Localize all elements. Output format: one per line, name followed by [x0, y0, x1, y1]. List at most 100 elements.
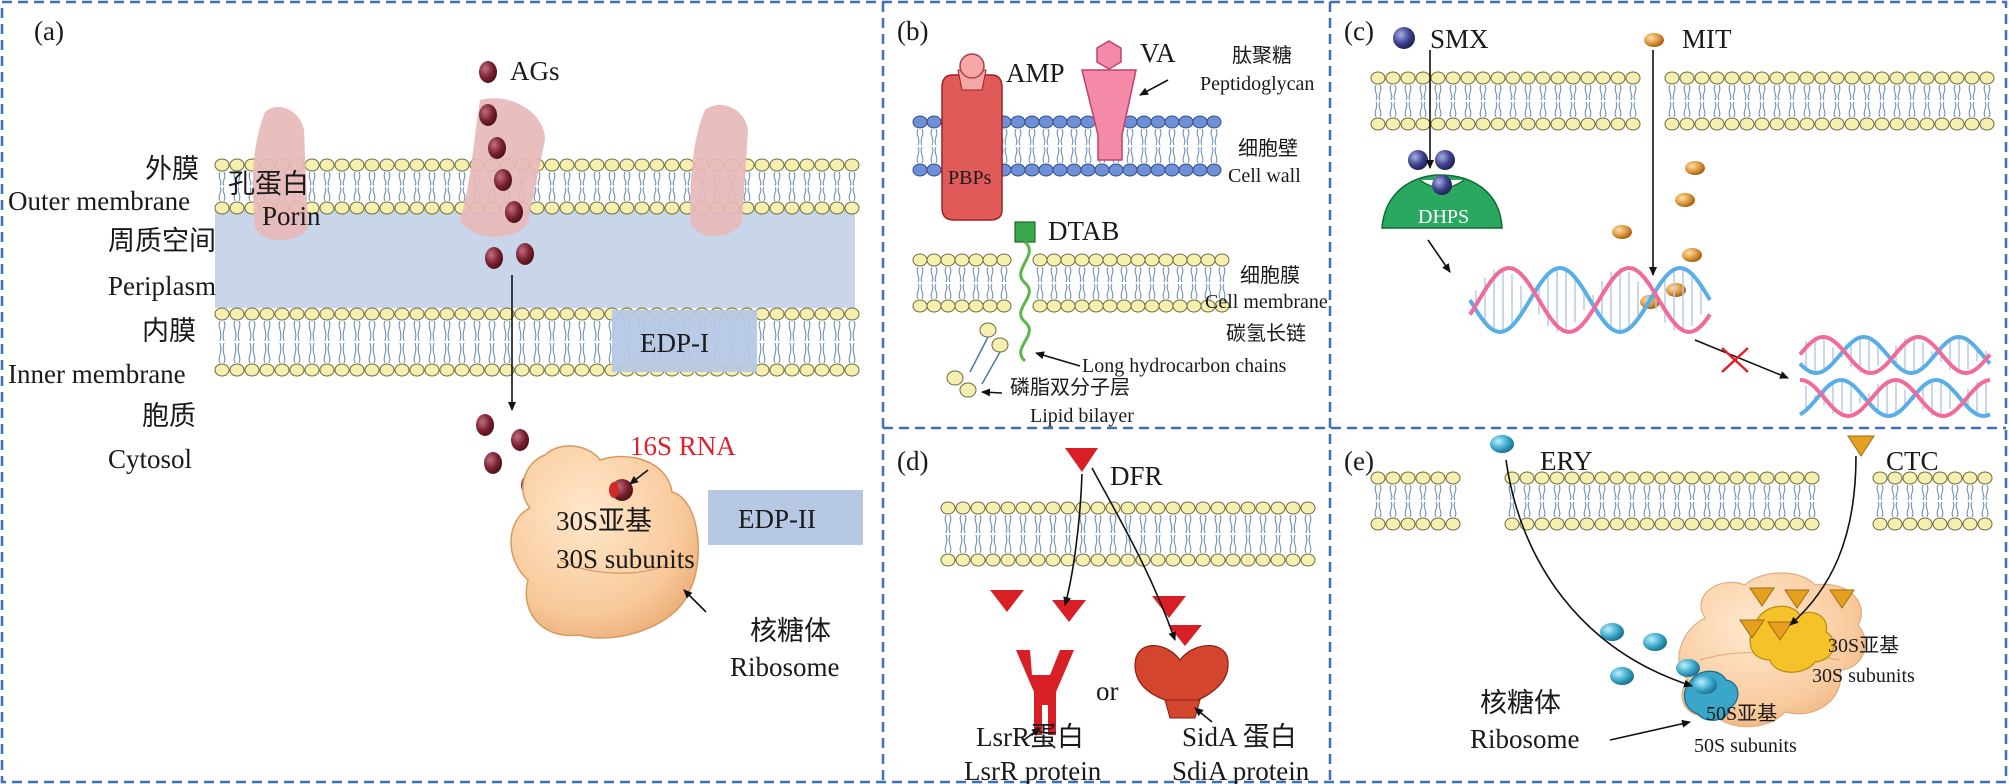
mit-label: MIT: [1682, 24, 1732, 54]
dhps-enzyme: [1381, 174, 1503, 229]
cell-membrane-en: Cell membrane: [1205, 291, 1328, 313]
peptidoglycan-en: Peptidoglycan: [1200, 73, 1314, 95]
ctc-label: CTC: [1886, 446, 1939, 476]
va-molecule: [1096, 40, 1122, 70]
or-label: or: [1096, 676, 1119, 706]
dtab-chain: [1019, 240, 1031, 363]
panel-e-tag: (e): [1344, 446, 1374, 476]
ags-label: AGs: [510, 56, 560, 86]
ribosome-a: [510, 445, 699, 639]
panel-e: (e) ERY CTC 30S亚基 30S subunits 核糖体 Ribos…: [1344, 435, 1993, 757]
lsrr-protein: [1016, 650, 1074, 735]
lsrr-label-arrow: [1023, 727, 1041, 741]
mit-molecules: [1612, 161, 1705, 309]
subunit50-en: 50S subunits: [1694, 735, 1797, 757]
amp-molecule: [959, 53, 985, 79]
porin-cn: 孔蛋白: [228, 169, 309, 199]
cytosol-cn: 胞质: [142, 401, 196, 431]
replication-arrow: [1694, 339, 1789, 379]
porin-en: Porin: [262, 201, 321, 231]
porin-left: [252, 106, 308, 240]
sdia-en: SdiA protein: [1172, 756, 1310, 784]
hydrocarbon-arrow: [1035, 351, 1081, 367]
loose-lipids: [946, 322, 1009, 398]
edp1-label: EDP-I: [640, 328, 709, 358]
lipid-bilayer-cn: 磷脂双分子层: [1010, 376, 1130, 399]
smx-label: SMX: [1430, 24, 1489, 54]
periplasm-band: [215, 210, 855, 308]
ery-arrow: [1505, 459, 1693, 688]
edp2-box: [708, 490, 863, 545]
membrane-c: [1370, 71, 1995, 131]
dtab-label: DTAB: [1048, 216, 1119, 246]
dfr-to-sida-arrow: [1091, 467, 1177, 641]
cell-wall-en: Cell wall: [1228, 165, 1301, 187]
subunit50-cn: 50S亚基: [1706, 702, 1777, 725]
rna-arrow: [629, 469, 649, 485]
mit-molecule-top: [1644, 33, 1664, 47]
dhps-label: DHPS: [1418, 206, 1469, 228]
panel-d-tag: (d): [897, 446, 928, 476]
lipid-bilayer-en: Lipid bilayer: [1030, 405, 1134, 427]
smx-molecule-top: [1393, 27, 1415, 49]
rna-label: 16S RNA: [630, 431, 736, 461]
dfr-to-lsrr-arrow: [1063, 473, 1083, 606]
hydrocarbon-cn: 碳氢长链: [1226, 322, 1306, 345]
pbps-protein: [941, 74, 1003, 221]
panel-b-tag: (b): [897, 16, 928, 46]
ery-molecules: [1490, 435, 1717, 694]
ribosome-cn: 核糖体: [750, 616, 831, 646]
inner-membrane-en: Inner membrane: [8, 359, 186, 389]
sida-cn: SidA 蛋白: [1182, 722, 1297, 752]
lipid-bilayer-arrow: [981, 388, 1003, 397]
porin-right: [690, 104, 748, 237]
cell-wall-cn: 细胞壁: [1238, 137, 1298, 160]
porin-middle: [460, 98, 545, 237]
outer-membrane-cn: 外膜: [145, 154, 199, 184]
ribosome-e-en: Ribosome: [1470, 724, 1580, 754]
periplasm-en: Periplasm: [108, 271, 216, 301]
subunit30-en: 30S subunits: [1812, 665, 1915, 687]
ribosome-en: Ribosome: [730, 652, 840, 682]
membrane-e: [1370, 471, 1993, 531]
edp2-label: EDP-II: [738, 504, 816, 534]
ery-label: ERY: [1540, 446, 1593, 476]
cell-membrane-cn: 细胞膜: [1240, 264, 1300, 287]
outer-membrane-en: Outer membrane: [8, 186, 190, 216]
ribosome-e-cn: 核糖体: [1480, 688, 1561, 718]
inner-membrane-cn: 内膜: [142, 316, 196, 346]
peptidoglycan-arrow: [1139, 79, 1169, 96]
pbps-label: PBPs: [948, 167, 992, 189]
lsrr-en: LsrR protein: [964, 756, 1102, 784]
panel-c-tag: (c): [1344, 16, 1374, 46]
inner-membrane: [214, 307, 860, 377]
peptidoglycan-funnel: [1081, 69, 1137, 161]
edp1-box: [612, 310, 757, 372]
dna-helix-main: [1468, 265, 1712, 335]
blocked-x-icon: [1721, 347, 1749, 373]
panel-a: EDP-I EDP-II (a): [8, 16, 863, 682]
peptidoglycan-cn: 肽聚糖: [1232, 44, 1292, 67]
ribosome-label-arrow: [683, 589, 707, 613]
subunit30-cn: 30S亚基: [1828, 634, 1899, 657]
sida-label-arrow: [1194, 707, 1213, 723]
ribosome-e-arrow: [1609, 719, 1691, 741]
dhps-arrow: [1427, 239, 1451, 273]
amp-label: AMP: [1006, 58, 1065, 88]
panel-d: (d) DFR or LsrR蛋白 LsrR protein SidA 蛋白 S…: [897, 446, 1316, 784]
dna-helix-split: [1798, 334, 1992, 419]
ctc-molecules: [1739, 435, 1875, 641]
panel-a-tag: (a): [34, 16, 64, 46]
hydrocarbon-en: Long hydrocarbon chains: [1082, 355, 1287, 377]
periplasm-cn: 周质空间: [108, 226, 216, 256]
panel-b: PBPs (b) AMP VA 肽聚糖 Peptidoglycan 细胞壁 Ce…: [897, 16, 1328, 427]
panel-c: (c) SMX MIT DHPS: [1344, 16, 1995, 419]
sida-protein: [1134, 645, 1229, 706]
ctc-arrow: [1789, 455, 1857, 626]
subunit-cn: 30S亚基: [556, 506, 652, 536]
cell-membrane-bilayer: [912, 253, 1230, 313]
dtab-head: [1014, 221, 1036, 243]
cytosol-en: Cytosol: [108, 444, 192, 474]
